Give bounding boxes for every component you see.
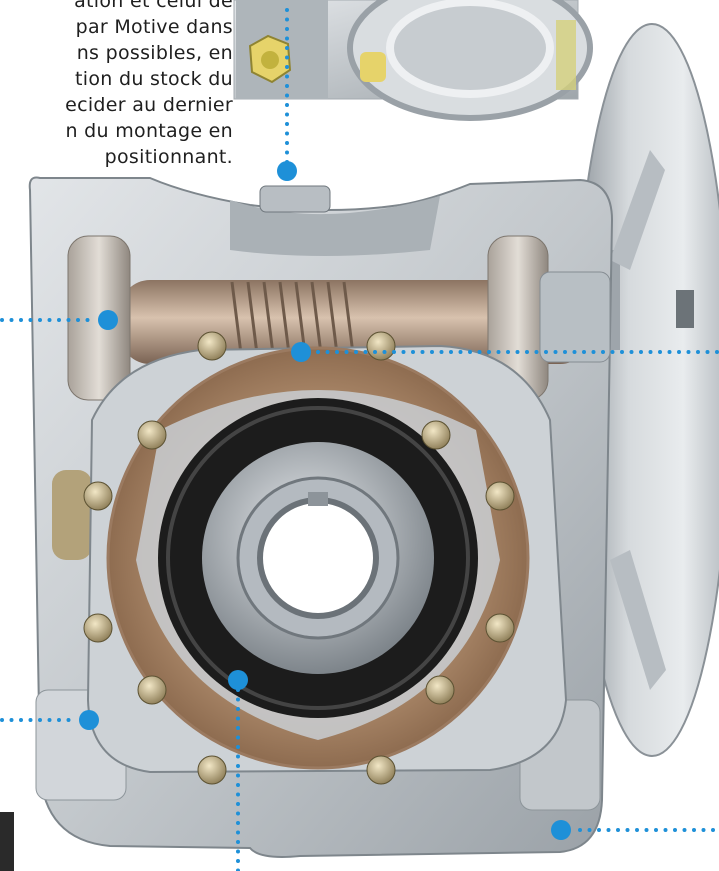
callout-dot-bottom-right[interactable] xyxy=(551,820,571,840)
inset-detail-image xyxy=(233,0,593,121)
description-line: n du montage en xyxy=(65,120,233,142)
callout-dot-left[interactable] xyxy=(98,310,118,330)
callout-dot-bottom[interactable] xyxy=(228,670,248,690)
callout-dot-center[interactable] xyxy=(291,342,311,362)
callout-dot-bottom-left[interactable] xyxy=(79,710,99,730)
description-line: par Motive dans xyxy=(75,16,233,38)
callout-markers[interactable] xyxy=(79,161,571,840)
description-line: ecider au dernier xyxy=(65,94,233,116)
description-line: tion du stock du xyxy=(75,68,233,90)
description-line: positionnant. xyxy=(104,146,233,168)
left-edge-element xyxy=(0,812,14,871)
callout-leaders xyxy=(0,8,719,871)
front-cover xyxy=(86,344,568,774)
callout-dot-top[interactable] xyxy=(277,161,297,181)
description-line: ation et celui de xyxy=(74,0,233,12)
cover-bolts xyxy=(83,331,515,785)
worm-shaft xyxy=(67,235,611,401)
description-line: ns possibles, en xyxy=(76,42,233,64)
